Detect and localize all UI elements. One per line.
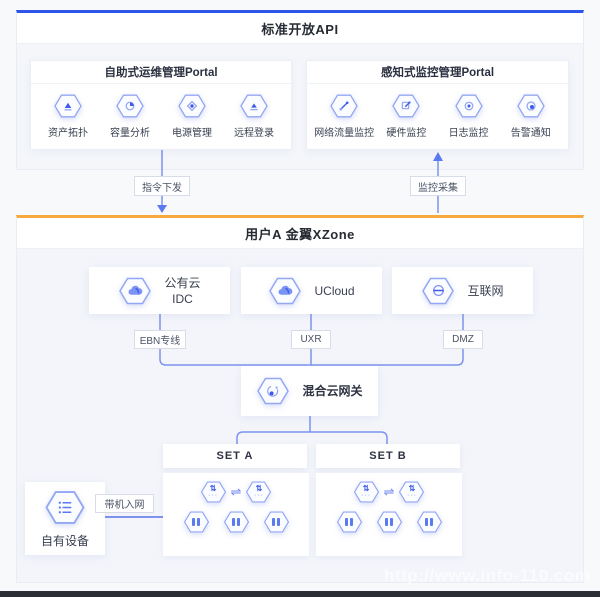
set-a-server-row [183, 510, 290, 534]
sync-server-icon: ⇅··· [200, 480, 227, 504]
set-b-server-row [336, 510, 443, 534]
remote-login-icon [239, 93, 269, 119]
label-dmz: DMZ [443, 330, 483, 349]
own-device-label: 自有设备 [40, 533, 89, 548]
hybrid-gateway-label: 混合云网关 [302, 384, 363, 398]
portal-item: 告警通知 [500, 93, 562, 139]
asset-topology-icon [53, 93, 83, 119]
ops-portal-panel: 自助式运维管理Portal 资产拓扑 容量分析 电源管理 [30, 60, 292, 150]
set-b-body: ⇅··· ⇌ ⇅··· [316, 473, 462, 556]
exchange-arrows-icon: ⇌ [230, 484, 242, 499]
monitor-portal-title: 感知式监控管理Portal [307, 61, 568, 84]
api-section-title: 标准开放API [17, 13, 583, 44]
label-command-dispatch: 指令下发 [134, 176, 190, 196]
watermark-url: http://www.info-110.com [384, 566, 591, 585]
cloud-icon [268, 276, 302, 306]
network-box-internet: 互联网 [392, 267, 533, 314]
portal-item: 资产拓扑 [37, 93, 99, 139]
network-box-public-idc: 公有云 IDC [89, 267, 230, 314]
set-b-header: SET B [316, 444, 460, 468]
sync-server-icon: ⇅··· [245, 480, 272, 504]
alert-notify-icon [516, 93, 546, 119]
sync-server-icon: ⇅··· [353, 480, 380, 504]
portal-item-label: 网络流量监控 [314, 128, 375, 139]
capacity-analysis-icon [115, 93, 145, 119]
network-box-label: 互联网 [467, 283, 504, 298]
portal-item-label: 日志监控 [448, 128, 489, 139]
ops-portal-items: 资产拓扑 容量分析 电源管理 远程登录 [31, 84, 291, 139]
label-device-onboard: 带机入网 [95, 494, 154, 513]
hardware-monitor-icon [391, 93, 421, 119]
server-icon [336, 510, 363, 534]
set-a-header: SET A [163, 444, 307, 468]
own-device-box: 自有设备 [25, 482, 105, 555]
portal-item: 硬件监控 [375, 93, 437, 139]
globe-icon [421, 276, 455, 306]
arrow-down-icon [157, 205, 167, 213]
set-b-sync-row: ⇅··· ⇌ ⇅··· [353, 480, 426, 504]
portal-item-label: 远程登录 [234, 128, 274, 139]
label-ebn-line: EBN专线 [134, 330, 186, 349]
network-traffic-icon [329, 93, 359, 119]
ops-portal-title: 自助式运维管理Portal [31, 61, 291, 84]
portal-item: 远程登录 [223, 93, 285, 139]
monitor-portal-panel: 感知式监控管理Portal 网络流量监控 硬件监控 日志监控 [306, 60, 569, 150]
server-icon [223, 510, 250, 534]
hybrid-gateway-icon [256, 376, 290, 406]
server-icon [263, 510, 290, 534]
sync-server-icon: ⇅··· [398, 480, 425, 504]
portal-item-label: 容量分析 [110, 128, 150, 139]
device-list-icon [44, 489, 86, 526]
portal-item: 容量分析 [99, 93, 161, 139]
server-icon [376, 510, 403, 534]
portal-item: 网络流量监控 [313, 93, 375, 139]
exchange-arrows-icon: ⇌ [383, 484, 395, 499]
set-a-sync-row: ⇅··· ⇌ ⇅··· [200, 480, 273, 504]
zone-section-title: 用户A 金翼XZone [17, 218, 583, 249]
bottom-edge-bar [0, 591, 600, 597]
portal-item-label: 告警通知 [510, 128, 551, 139]
label-monitor-collect: 监控采集 [410, 176, 466, 196]
set-a-body: ⇅··· ⇌ ⇅··· [163, 473, 309, 556]
power-management-icon [177, 93, 207, 119]
monitor-portal-items: 网络流量监控 硬件监控 日志监控 告警通知 [307, 84, 568, 139]
portal-item: 电源管理 [161, 93, 223, 139]
portal-item-label: 电源管理 [172, 128, 212, 139]
network-box-ucloud: UCloud [241, 267, 382, 314]
hybrid-gateway-box: 混合云网关 [241, 366, 378, 416]
server-icon [416, 510, 443, 534]
portal-item: 日志监控 [438, 93, 500, 139]
portal-item-label: 硬件监控 [386, 128, 427, 139]
portal-item-label: 资产拓扑 [48, 128, 88, 139]
network-box-label: 公有云 IDC [164, 275, 201, 306]
network-box-label: UCloud [314, 283, 355, 298]
log-monitor-icon [454, 93, 484, 119]
server-icon [183, 510, 210, 534]
cloud-icon [118, 276, 152, 306]
label-uxr: UXR [291, 330, 331, 349]
